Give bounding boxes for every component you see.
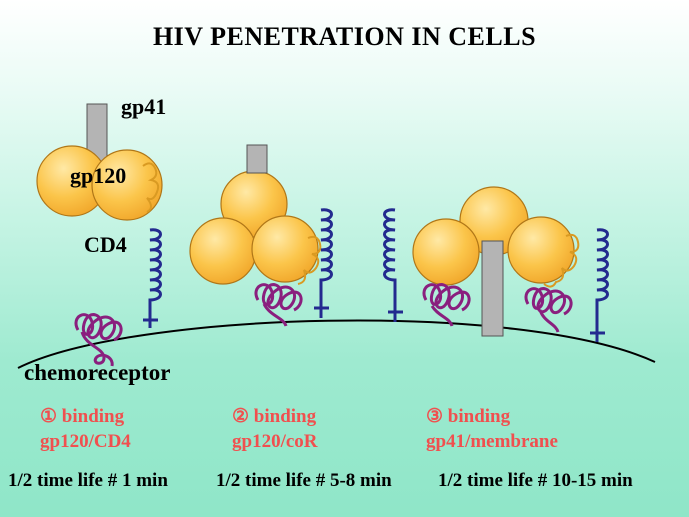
step-3-marker: ③ xyxy=(426,406,444,427)
step-2-caption: ② binding gp120/coR xyxy=(232,404,318,454)
cell-membrane xyxy=(17,319,656,369)
gp41-stage-2-front xyxy=(246,144,268,174)
chemoreceptor-stage-2 xyxy=(254,283,303,327)
step-2-action: binding xyxy=(253,406,317,427)
chemoreceptor-loops xyxy=(422,283,471,327)
gp120-subunit xyxy=(412,218,480,286)
cd4-coil xyxy=(148,228,162,328)
gp41-stage-3 xyxy=(481,240,504,337)
cd4-coil xyxy=(383,208,397,322)
gp120-subunit xyxy=(507,216,575,284)
step-2-detail: gp120/coR xyxy=(232,431,318,452)
gp120-loop xyxy=(142,162,160,213)
cd4-receptor-stage-3-right xyxy=(590,228,609,342)
chemoreceptor-stage-1 xyxy=(74,313,123,367)
cd4-receptor-stage-3-left xyxy=(383,208,403,322)
cd4-coil xyxy=(595,228,609,342)
gp120-subunit xyxy=(189,217,257,285)
chemoreceptor-stage-3-left xyxy=(422,283,471,327)
chemoreceptor-label: chemoreceptor xyxy=(24,360,171,385)
step-3-title: ③ binding xyxy=(426,404,558,429)
step-3-half-life: 1/2 time life # 10-15 min xyxy=(438,470,633,491)
gp41-label: gp41 xyxy=(121,94,167,119)
cd4-label: CD4 xyxy=(84,232,127,257)
gp120-label: gp120 xyxy=(70,163,127,188)
cd4-receptor-stage-2 xyxy=(314,208,333,318)
step-1-caption: ① binding gp120/CD4 xyxy=(40,404,131,454)
gp120-subunit xyxy=(251,215,319,283)
chemoreceptor-stage-3-right xyxy=(524,287,573,333)
gp120-loop xyxy=(297,235,322,285)
step-2-title: ② binding xyxy=(232,404,318,429)
step-1-detail: gp120/CD4 xyxy=(40,431,131,452)
gp120-loop xyxy=(543,233,580,288)
step-1-half-life: 1/2 time life # 1 min xyxy=(8,470,168,491)
step-2-half-life: 1/2 time life # 5-8 min xyxy=(216,470,392,491)
cd4-receptor-stage-1 xyxy=(143,228,162,328)
step-1-title: ① binding xyxy=(40,404,131,429)
stage-3-virus xyxy=(412,186,580,337)
chemoreceptor-loops xyxy=(74,313,123,367)
chemoreceptor-loops xyxy=(524,287,573,333)
step-1-marker: ① xyxy=(40,406,58,427)
gp120-subunit xyxy=(91,149,163,221)
stage-2-virus xyxy=(189,144,322,285)
step-3-action: binding xyxy=(447,406,511,427)
page-title: HIV PENETRATION IN CELLS xyxy=(152,22,537,51)
cd4-coil xyxy=(319,208,333,318)
step-2-marker: ② xyxy=(232,406,250,427)
chemoreceptor-loops xyxy=(254,283,303,327)
step-1-action: binding xyxy=(61,406,125,427)
step-3-detail: gp41/membrane xyxy=(426,431,558,452)
step-3-caption: ③ binding gp41/membrane xyxy=(426,404,558,454)
stage-1-virus xyxy=(36,103,163,221)
